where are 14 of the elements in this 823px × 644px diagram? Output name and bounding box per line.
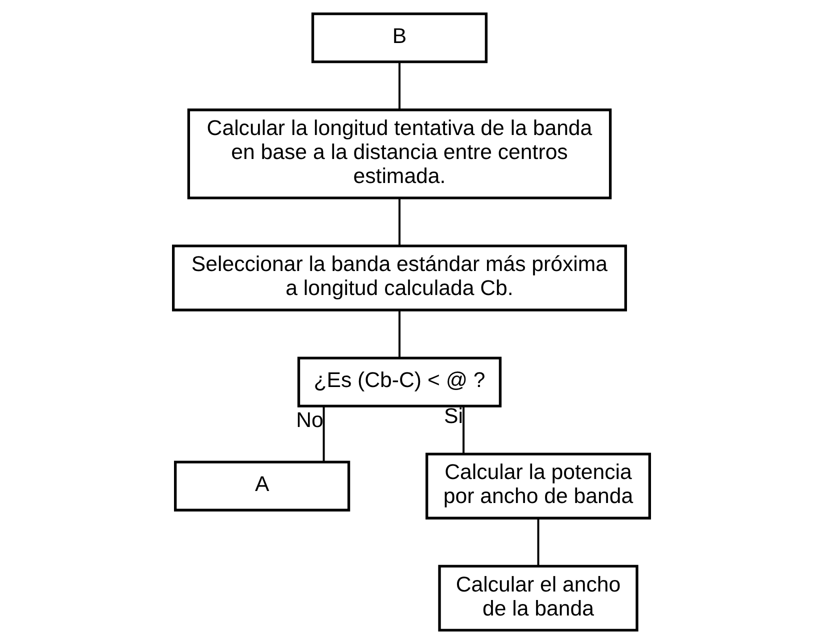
node-box: ¿Es (Cb-C) < @ ? [297,356,502,408]
node-box: Calcular el ancho de la banda [438,564,638,632]
connector [322,406,325,462]
connector [398,198,400,246]
connector [462,406,465,454]
node-box: Calcular la potencia por ancho de banda [426,452,651,520]
node-box: B [311,12,488,64]
node-box: Seleccionar la banda estándar más próxima a longitud calculada Cb. [172,244,627,312]
connector [398,62,400,110]
edge-label: No [296,408,324,432]
connector [398,310,400,358]
node-box: A [174,460,350,512]
node-box: Calcular la longitud tentativa de la banda en base a la distancia entre centros estimada. [187,108,612,200]
connector [537,518,540,566]
